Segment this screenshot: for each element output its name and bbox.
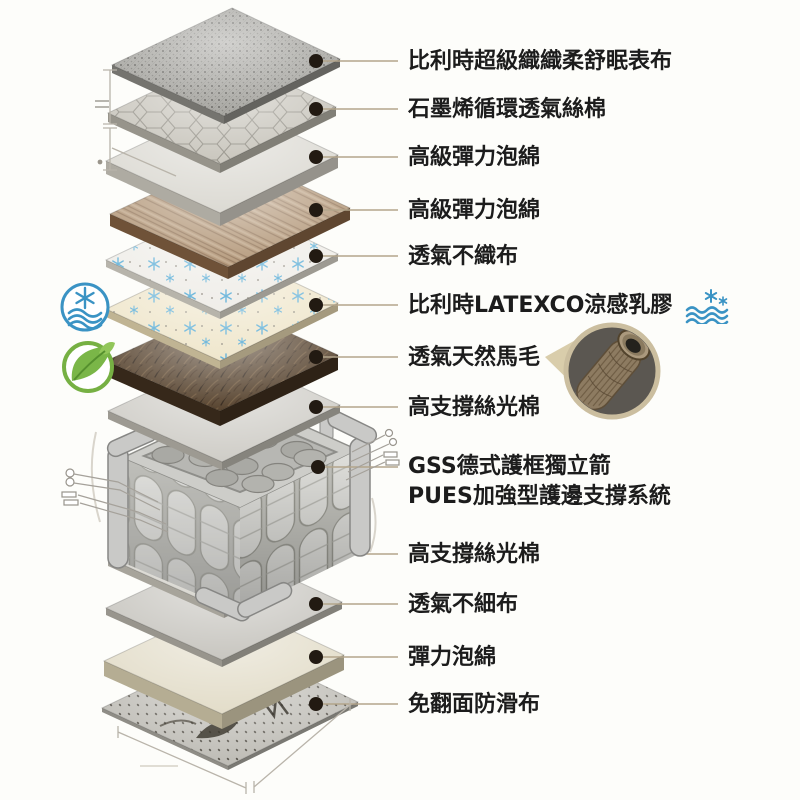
layer-label-11-text: 透氣不細布 bbox=[408, 592, 519, 617]
leader-dot bbox=[309, 150, 323, 164]
frame-callout-right bbox=[345, 428, 400, 481]
layer-label-11: 透氣不細布 bbox=[408, 590, 518, 620]
leader-dot bbox=[309, 102, 323, 116]
layer-label-1: 比利時超級織織柔舒眠表布 bbox=[408, 47, 672, 77]
layer-label-4: 高級彈力泡綿 bbox=[408, 196, 540, 226]
layer-label-7: 透氣天然馬毛 bbox=[408, 343, 540, 373]
leader-dot bbox=[311, 460, 325, 474]
layer-label-1-text: 比利時超級織織柔舒眠表布 bbox=[408, 49, 673, 74]
layer-top-comfort-fabric bbox=[110, 7, 398, 124]
leader-dot bbox=[309, 650, 323, 664]
frame-callout-left bbox=[61, 468, 169, 533]
layer-label-9: GSS德式護框獨立箭 PUES加強型護邊支撐系統 bbox=[408, 452, 671, 512]
leader-dot bbox=[309, 203, 323, 217]
layer-label-3: 高級彈力泡綿 bbox=[408, 143, 540, 173]
layer-label-4-text: 高級彈力泡綿 bbox=[408, 198, 541, 223]
cooling-badge-icon bbox=[60, 282, 110, 332]
leader-dot bbox=[309, 350, 323, 364]
layer-label-12: 彈力泡綿 bbox=[408, 643, 496, 673]
leader-dot bbox=[309, 400, 323, 414]
cooling-inline-icon bbox=[686, 289, 729, 324]
measurement-marks bbox=[95, 69, 351, 794]
leader-dot bbox=[309, 597, 323, 611]
layer-label-13: 免翻面防滑布 bbox=[408, 690, 540, 720]
horsehair-magnifier bbox=[545, 322, 661, 420]
layer-label-5: 透氣不織布 bbox=[408, 242, 518, 272]
layer-label-12-text: 彈力泡綿 bbox=[408, 645, 497, 670]
leader-dot bbox=[309, 298, 323, 312]
layer-label-8: 高支撐絲光棉 bbox=[408, 393, 540, 423]
eco-leaf-badge-icon bbox=[62, 341, 115, 393]
layer-label-10-text: 高支撐絲光棉 bbox=[408, 542, 541, 567]
layer-label-2-text: 石墨烯循環透氣絲棉 bbox=[408, 97, 607, 122]
leader-dot bbox=[309, 697, 323, 711]
layer-label-9-text: GSS德式護框獨立箭 PUES加強型護邊支撐系統 bbox=[408, 454, 671, 509]
layer-label-6-text: 比利時LATEXCO涼感乳膠 bbox=[408, 293, 673, 318]
layer-label-7-text: 透氣天然馬毛 bbox=[408, 345, 541, 370]
layer-label-8-text: 高支撐絲光棉 bbox=[408, 395, 541, 420]
layer-label-5-text: 透氣不織布 bbox=[408, 244, 519, 269]
leader-dot bbox=[309, 54, 323, 68]
layer-label-13-text: 免翻面防滑布 bbox=[408, 692, 541, 717]
layer-stack bbox=[90, 7, 398, 770]
layer-label-2: 石墨烯循環透氣絲棉 bbox=[408, 95, 606, 125]
leader-dot bbox=[309, 249, 323, 263]
layer-label-6: 比利時LATEXCO涼感乳膠 bbox=[408, 288, 730, 324]
layer-label-10: 高支撐絲光棉 bbox=[408, 540, 540, 570]
layer-label-3-text: 高級彈力泡綿 bbox=[408, 145, 541, 170]
